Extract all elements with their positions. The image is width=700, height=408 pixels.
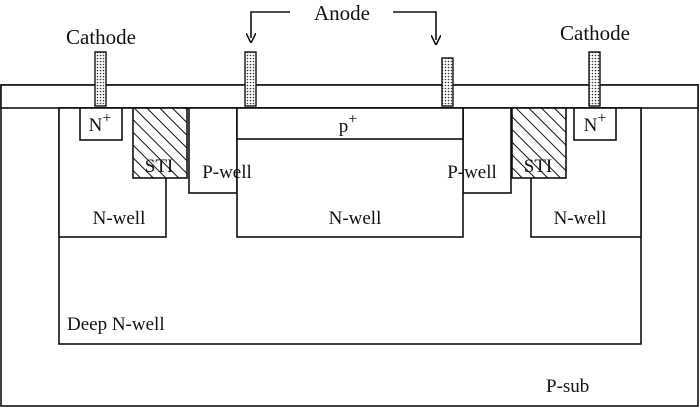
n-plus-right-text: N (584, 115, 598, 136)
p-well-right-region (462, 107, 512, 194)
n-plus-left-sup: + (102, 110, 111, 127)
p-plus-text: p (339, 116, 349, 137)
n-plus-left-region (79, 107, 123, 141)
p-plus-region (236, 107, 464, 140)
anode-label: Anode (314, 1, 370, 25)
cathode-left-contact (94, 51, 107, 107)
sti-right-label: STI (524, 156, 553, 177)
p-well-right-label: P-well (447, 162, 497, 183)
sti-right-region (511, 107, 567, 179)
n-plus-left-text: N (89, 115, 103, 136)
cathode-right-contact (588, 51, 601, 107)
n-well-center-label: N-well (329, 208, 382, 229)
n-well-right-label: N-well (554, 208, 607, 229)
n-plus-left-label: N+ (89, 110, 112, 136)
p-well-left-region (188, 107, 238, 194)
n-plus-right-label: N+ (584, 110, 607, 136)
n-plus-right-sup: + (597, 110, 606, 127)
n-plus-right-region (573, 107, 617, 141)
cathode-right-label: Cathode (560, 21, 630, 45)
p-sub-label: P-sub (546, 376, 589, 397)
p-plus-sup: + (348, 111, 357, 128)
sti-left-region (132, 107, 188, 179)
anode-right-contact (441, 57, 454, 107)
anode-left-contact (244, 51, 257, 107)
anode-arrow-right (393, 11, 436, 40)
sti-left-label: STI (145, 156, 174, 177)
anode-arrow-left (251, 11, 290, 38)
p-plus-label: p+ (339, 111, 358, 137)
cathode-left-label: Cathode (66, 25, 136, 49)
p-well-left-label: P-well (202, 162, 252, 183)
deep-n-well-label: Deep N-well (67, 314, 165, 335)
n-well-left-label: N-well (93, 208, 146, 229)
